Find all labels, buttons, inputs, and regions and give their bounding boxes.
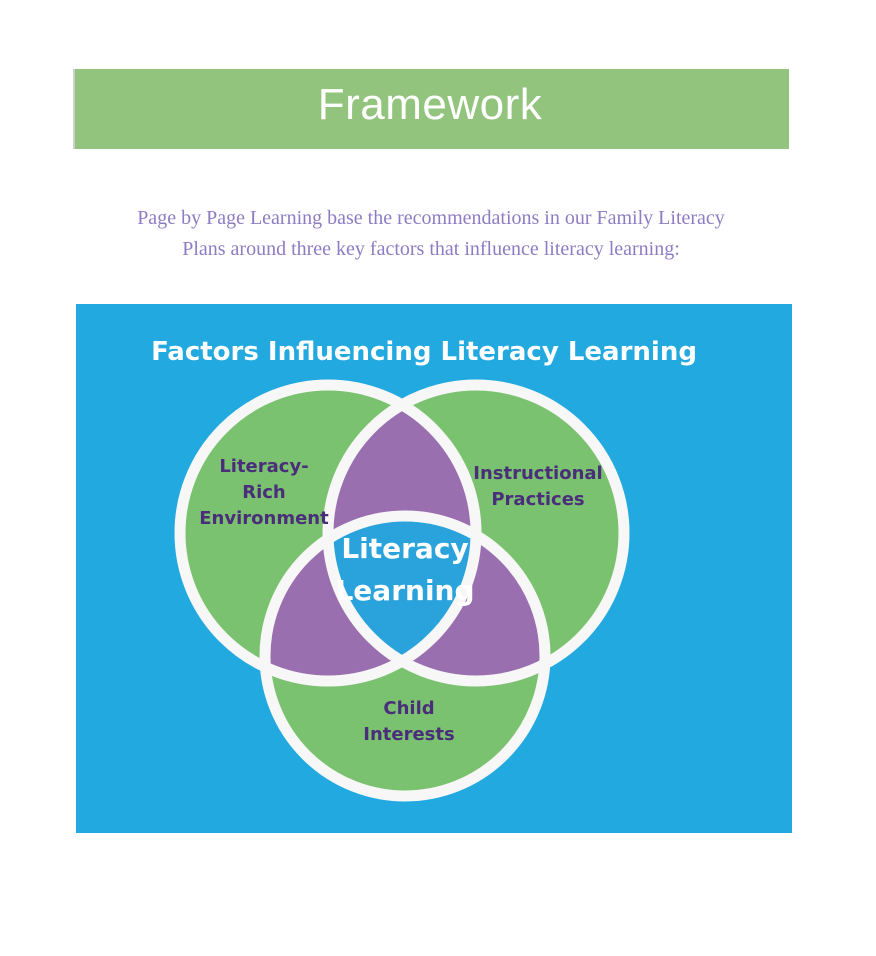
venn-diagram: Factors Influencing Literacy Learning Li…	[76, 304, 792, 833]
venn-diagram-panel: Factors Influencing Literacy Learning Li…	[76, 304, 792, 833]
label-environment-line-2: Rich	[242, 482, 286, 503]
page-title: Framework	[317, 80, 543, 129]
intro-paragraph: Page by Page Learning base the recommend…	[70, 203, 792, 265]
outline-bottom-circle	[259, 510, 551, 802]
label-practices-line-2: Practices	[491, 489, 584, 510]
label-environment-line-3: Environment	[199, 508, 329, 529]
label-interests-line-2: Interests	[363, 724, 454, 745]
diagram-title: Factors Influencing Literacy Learning	[151, 337, 697, 367]
center-label-line-2: Learning	[335, 574, 474, 607]
label-interests-line-1: Child	[383, 698, 434, 719]
intro-line-1: Page by Page Learning base the recommend…	[137, 207, 725, 229]
label-environment-line-1: Literacy-	[219, 456, 308, 477]
intro-line-2: Plans around three key factors that infl…	[182, 238, 680, 260]
center-label-line-1: Literacy	[341, 532, 468, 565]
framework-header-bar: Framework	[73, 69, 789, 149]
label-practices-line-1: Instructional	[473, 463, 602, 484]
